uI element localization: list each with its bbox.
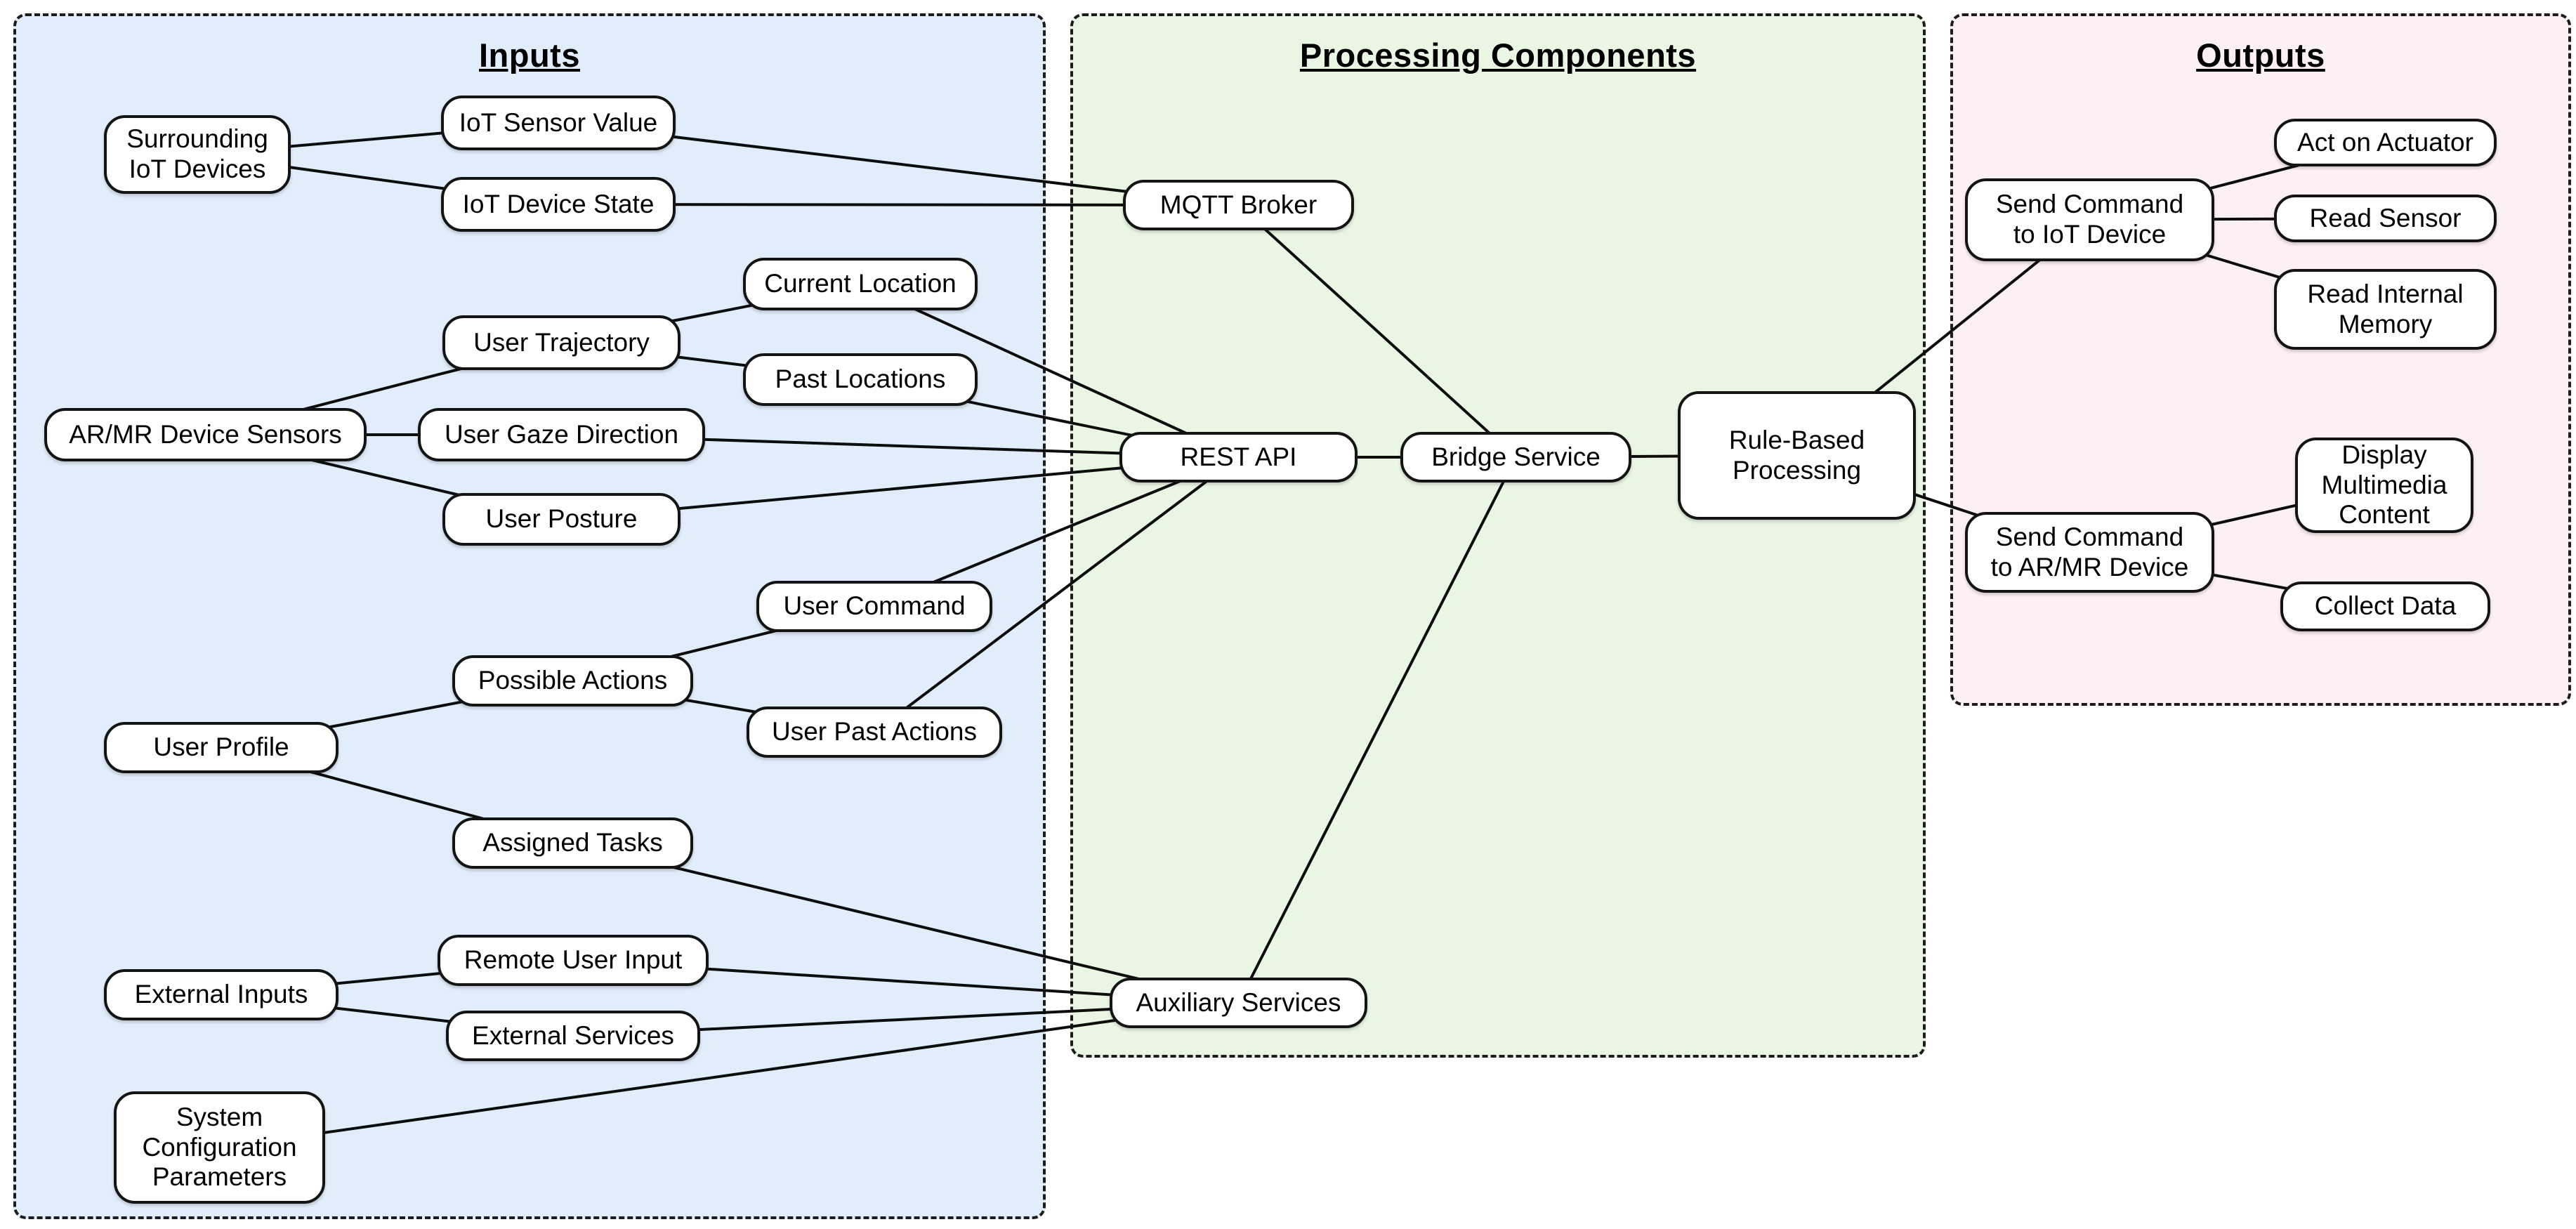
- node-label: User Trajectory: [473, 327, 650, 357]
- node-bridge-service: Bridge Service: [1400, 432, 1631, 482]
- panel-inputs-title: Inputs: [479, 37, 580, 74]
- node-user-gaze-direction: User Gaze Direction: [418, 408, 705, 461]
- node-external-inputs: External Inputs: [104, 969, 339, 1020]
- node-past-locations: Past Locations: [743, 353, 978, 406]
- edge-mqtt-broker--bridge-service: [1237, 204, 1517, 459]
- node-possible-actions: Possible Actions: [452, 655, 693, 706]
- node-label: Assigned Tasks: [482, 828, 663, 857]
- node-label: IoT Device State: [462, 189, 655, 218]
- node-user-posture: User Posture: [442, 493, 681, 546]
- edge-current-location--rest-api: [860, 282, 1240, 459]
- node-label: External Services: [472, 1020, 674, 1050]
- node-label: Act on Actuator: [2297, 127, 2473, 157]
- node-label: External Inputs: [134, 980, 308, 1009]
- panel-outputs-title: Outputs: [2196, 37, 2325, 74]
- node-user-trajectory: User Trajectory: [442, 315, 681, 370]
- node-user-command: User Command: [756, 581, 992, 632]
- node-label: Bridge Service: [1431, 442, 1601, 471]
- node-label: User Posture: [485, 504, 638, 534]
- node-label: Remote User Input: [464, 945, 683, 975]
- node-label: IoT Sensor Value: [459, 107, 658, 137]
- node-mqtt-broker: MQTT Broker: [1123, 180, 1354, 230]
- node-label: User Past Actions: [771, 717, 977, 747]
- node-auxiliary-services: Auxiliary Services: [1110, 978, 1367, 1028]
- node-act-on-actuator: Act on Actuator: [2274, 119, 2497, 166]
- node-label: REST API: [1180, 442, 1297, 471]
- node-iot-sensor-value: IoT Sensor Value: [441, 96, 676, 150]
- edge-auxiliary-services--bridge-service: [1237, 456, 1518, 1004]
- panel-processing: Processing Components: [1070, 13, 1926, 1058]
- node-label: Collect Data: [2314, 591, 2457, 621]
- node-current-location: Current Location: [743, 258, 978, 310]
- node-label: User Command: [783, 591, 966, 621]
- node-label: AR/MR Device Sensors: [69, 419, 342, 449]
- node-remote-user-input: Remote User Input: [438, 935, 709, 986]
- node-ar-mr-device-sensors: AR/MR Device Sensors: [44, 408, 367, 461]
- node-user-profile: User Profile: [104, 722, 339, 773]
- node-label: Auxiliary Services: [1136, 987, 1341, 1017]
- node-label: Read Sensor: [2309, 203, 2462, 232]
- node-label: User Gaze Direction: [444, 419, 679, 449]
- node-label: User Profile: [153, 732, 289, 762]
- node-read-sensor: Read Sensor: [2274, 195, 2497, 242]
- edge-assigned-tasks--auxiliary-services: [572, 841, 1239, 1004]
- node-collect-data: Collect Data: [2280, 581, 2490, 631]
- node-user-past-actions: User Past Actions: [747, 706, 1002, 758]
- node-label: Possible Actions: [478, 666, 668, 695]
- edge-system-configuration-parameters--auxiliary-services: [219, 1001, 1239, 1149]
- node-label: Past Locations: [775, 364, 946, 394]
- node-iot-device-state: IoT Device State: [441, 177, 676, 232]
- panel-processing-title: Processing Components: [1299, 37, 1697, 74]
- node-rest-api: REST API: [1119, 432, 1358, 482]
- node-assigned-tasks: Assigned Tasks: [452, 817, 693, 869]
- node-label: Current Location: [764, 269, 957, 298]
- node-external-services: External Services: [446, 1011, 700, 1061]
- edge-user-past-actions--rest-api: [873, 456, 1240, 734]
- node-label: MQTT Broker: [1159, 190, 1317, 219]
